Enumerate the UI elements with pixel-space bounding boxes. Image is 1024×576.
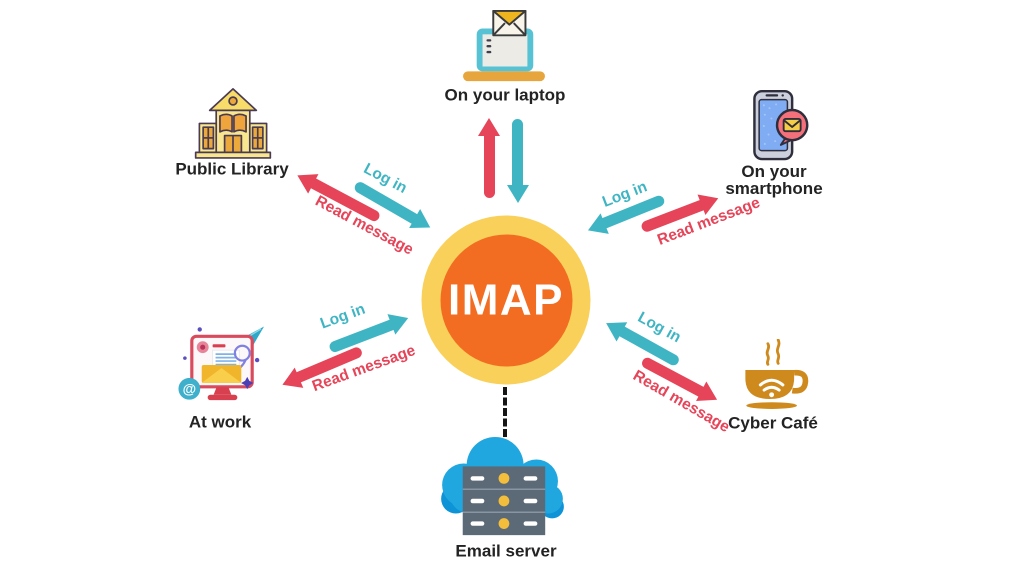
work-label: At work	[188, 412, 252, 432]
cafe-label: Cyber Café	[728, 413, 818, 433]
email-server-icon	[438, 434, 566, 542]
login-arrow-laptop	[507, 119, 529, 203]
server-dashed-link	[503, 387, 507, 437]
svg-text:@: @	[183, 381, 197, 397]
imap-hub-core: IMAP	[440, 234, 572, 366]
coffee-cup-icon	[736, 339, 811, 414]
imap-hub-label: IMAP	[448, 275, 564, 324]
work-computer-icon: @	[175, 323, 269, 413]
read-arrow-laptop	[478, 118, 500, 198]
laptop-label: On your laptop	[444, 85, 566, 105]
smartphone-icon	[745, 89, 811, 165]
smartphone-label-line1: On your	[741, 162, 807, 181]
imap-hub: IMAP	[421, 215, 591, 385]
library-label: Public Library	[175, 159, 289, 179]
server-label: Email server	[455, 541, 557, 561]
laptop-icon	[455, 8, 553, 86]
smartphone-label-line2: smartphone	[725, 179, 823, 198]
smartphone-label: On your smartphone	[725, 163, 822, 197]
library-icon	[191, 85, 275, 160]
